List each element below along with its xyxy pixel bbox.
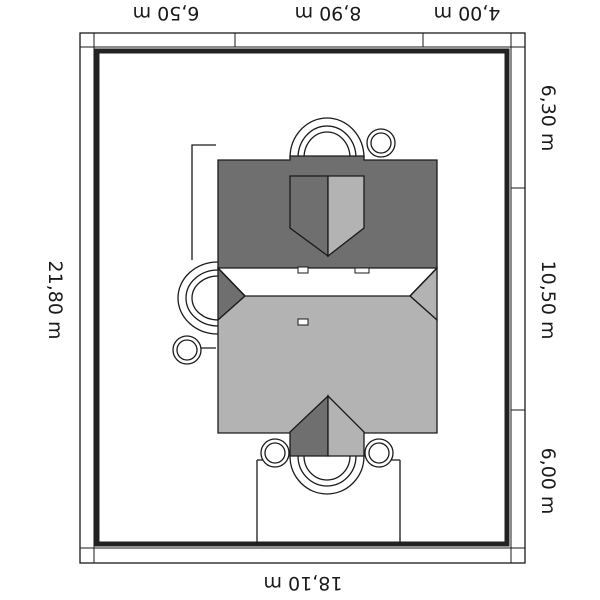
dimension-bottom: 18,10 m (264, 572, 343, 594)
column-bottom-left (260, 438, 290, 468)
dimension-top-3: 4,00 m (434, 2, 501, 24)
dimension-left: 21,80 m (44, 261, 66, 340)
bay-top (289, 117, 365, 159)
dimension-frame (79, 32, 526, 564)
house-roof (217, 155, 438, 457)
dimension-top-1: 6,50 m (133, 2, 200, 24)
bay-bottom (289, 455, 365, 495)
column-top-right (366, 128, 396, 158)
bay-left (177, 261, 219, 335)
column-left (172, 335, 202, 365)
path-line (191, 144, 216, 260)
dimension-right-2: 10,50 m (537, 261, 559, 340)
dimension-right-1: 6,30 m (537, 85, 559, 152)
dimension-right-3: 6,00 m (537, 448, 559, 515)
dimension-top-2: 8,90 m (295, 2, 362, 24)
column-bottom-right (364, 438, 394, 468)
